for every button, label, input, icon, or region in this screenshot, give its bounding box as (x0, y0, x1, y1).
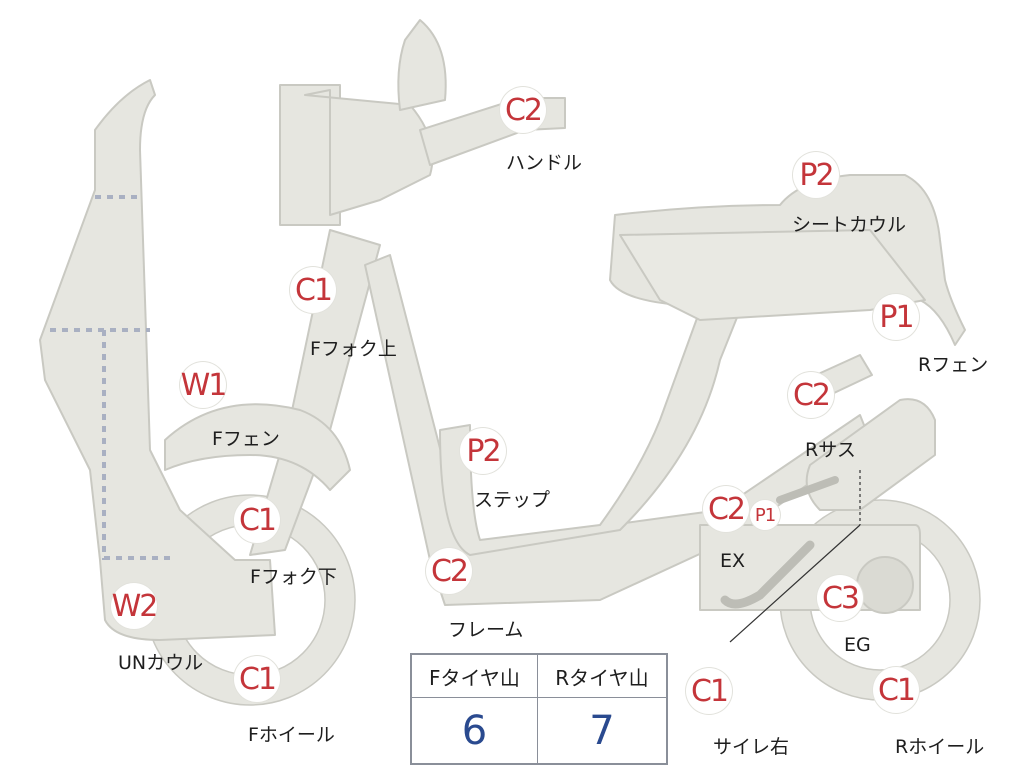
badge-under-cowl: W2 (111, 583, 158, 629)
front-fender-shape (164, 403, 351, 491)
leg-shield-shape (39, 79, 276, 641)
label-seat-cowl: シートカウル (792, 214, 907, 236)
label-front-fender: Fフェン (212, 428, 280, 450)
label-under-cowl: UNカウル (118, 652, 204, 674)
label-engine: EG (844, 634, 871, 656)
front-tire-tread-value: 6 (410, 697, 538, 765)
badge-engine: C3 (817, 575, 863, 621)
label-frame: フレーム (448, 619, 524, 641)
badge-exhaust: C2 (703, 486, 749, 532)
badge-exhaust-sub: P1 (750, 500, 780, 530)
label-fork-lower: Fフォク下 (250, 566, 337, 588)
badge-frame: C2 (426, 548, 472, 594)
tire-tread-table: Fタイヤ山 Rタイヤ山 6 7 (410, 653, 668, 765)
label-rear-suspension: Rサス (805, 439, 856, 461)
front-tire-tread-header: Fタイヤ山 (410, 653, 538, 698)
badge-rear-suspension: C2 (788, 372, 834, 418)
step-floor-shape (439, 309, 741, 556)
label-front-wheel: Fホイール (248, 724, 335, 746)
badge-rear-wheel: C1 (873, 667, 919, 713)
badge-seat-cowl: P2 (793, 152, 839, 198)
badge-fork-upper: C1 (290, 267, 336, 313)
badge-step: P2 (460, 428, 506, 474)
label-fork-upper: Fフォク上 (310, 338, 397, 360)
exhaust-pipe-shape (720, 540, 815, 609)
badge-silencer-right: C1 (686, 668, 732, 714)
rear-tire-tread-header: Rタイヤ山 (536, 653, 668, 698)
label-handle: ハンドル (506, 152, 583, 174)
rear-tire-tread-value: 7 (536, 697, 668, 765)
label-step: ステップ (474, 489, 551, 511)
badge-handle: C2 (500, 87, 546, 133)
badge-rear-fender: P1 (873, 294, 919, 340)
badge-front-wheel: C1 (234, 656, 280, 702)
label-exhaust: EX (720, 550, 746, 572)
label-silencer-right: サイレ右 (713, 736, 790, 758)
badge-front-fender: W1 (180, 362, 227, 408)
label-rear-fender: Rフェン (918, 354, 989, 376)
headlight-shape (279, 84, 341, 226)
label-rear-wheel: Rホイール (895, 736, 985, 758)
badge-fork-lower: C1 (234, 497, 280, 543)
